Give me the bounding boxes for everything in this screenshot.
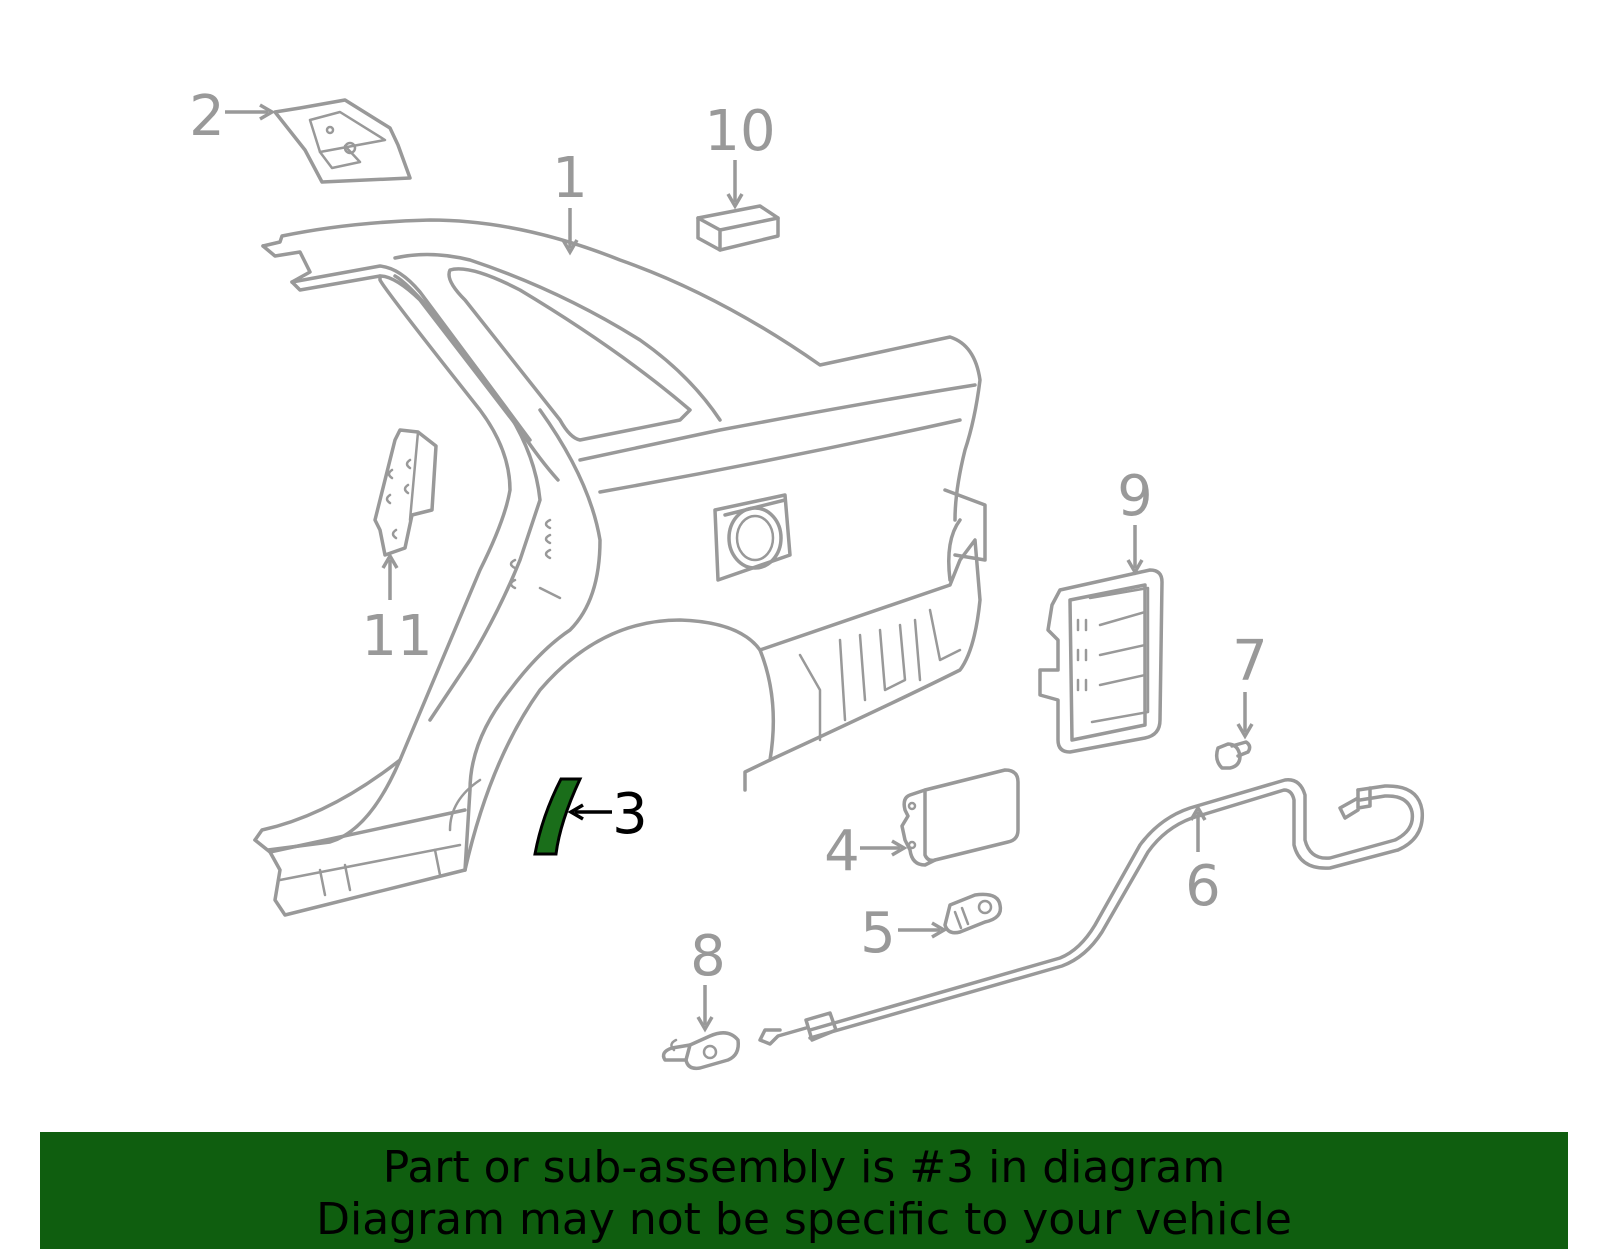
- banner-line-1: Part or sub-assembly is #3 in diagram: [382, 1142, 1226, 1193]
- callout-5: 5: [860, 901, 896, 966]
- banner-line-2: Diagram may not be specific to your vehi…: [316, 1194, 1292, 1245]
- callout-8: 8: [690, 924, 726, 989]
- info-banner: Part or sub-assembly is #3 in diagram Di…: [40, 1132, 1568, 1249]
- callout-3: 3: [612, 782, 648, 847]
- callout-9: 9: [1117, 464, 1153, 529]
- part-5-clip[interactable]: [943, 892, 1003, 935]
- part-1-quarter-panel[interactable]: [253, 218, 987, 917]
- part-10-block[interactable]: [696, 204, 780, 252]
- callout-6: 6: [1185, 854, 1221, 919]
- part-8-lock[interactable]: [661, 1031, 741, 1071]
- callout-2: 2: [189, 84, 225, 149]
- part-2-bracket[interactable]: [273, 98, 412, 184]
- part-4-fuel-door[interactable]: [900, 768, 1020, 867]
- part-11-bracket[interactable]: [373, 428, 438, 557]
- part-3-molding[interactable]: [533, 777, 583, 856]
- callout-4: 4: [824, 819, 860, 884]
- callout-1: 1: [552, 146, 588, 211]
- callout-7: 7: [1232, 629, 1268, 694]
- callout-10: 10: [704, 99, 775, 164]
- part-9-filler-housing[interactable]: [1038, 568, 1164, 754]
- callout-arrows: [225, 103, 1254, 1033]
- part-7-bolt[interactable]: [1214, 740, 1252, 770]
- callout-11: 11: [361, 604, 432, 669]
- part-6-cable[interactable]: [758, 778, 1425, 1046]
